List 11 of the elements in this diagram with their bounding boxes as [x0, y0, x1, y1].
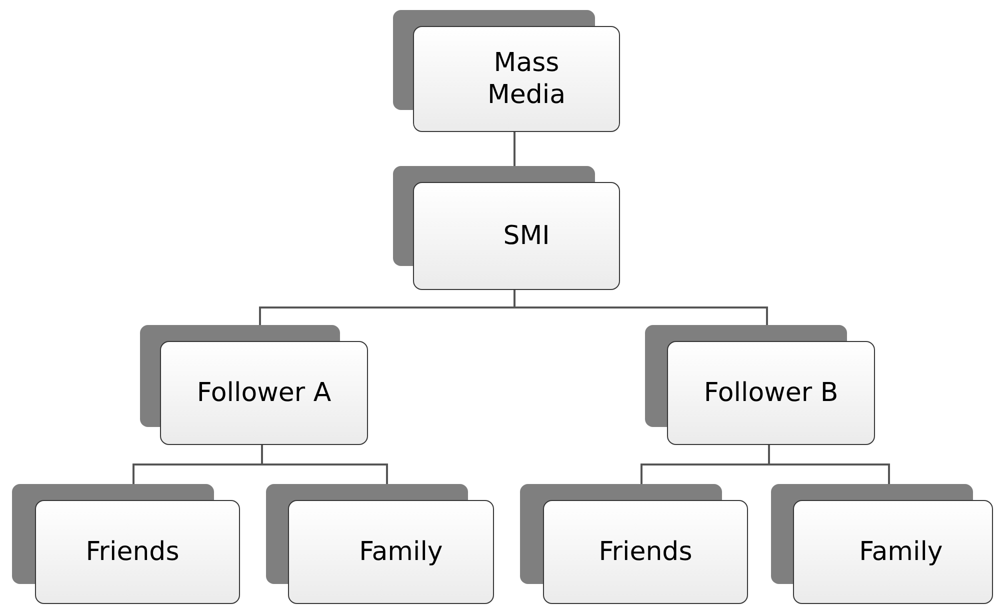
node-label: SMI [502, 220, 551, 252]
node-label: Follower A [196, 376, 332, 410]
connector-line [514, 290, 768, 325]
node-label: Friends [598, 536, 694, 568]
node-label: Mass Media [486, 46, 567, 112]
node-label: Family [858, 536, 944, 568]
connector-line [514, 132, 516, 166]
connector-line [261, 445, 388, 484]
node-label: Friends [84, 536, 180, 568]
node-label: Family [358, 536, 444, 568]
node-label: Follower B [702, 376, 840, 410]
